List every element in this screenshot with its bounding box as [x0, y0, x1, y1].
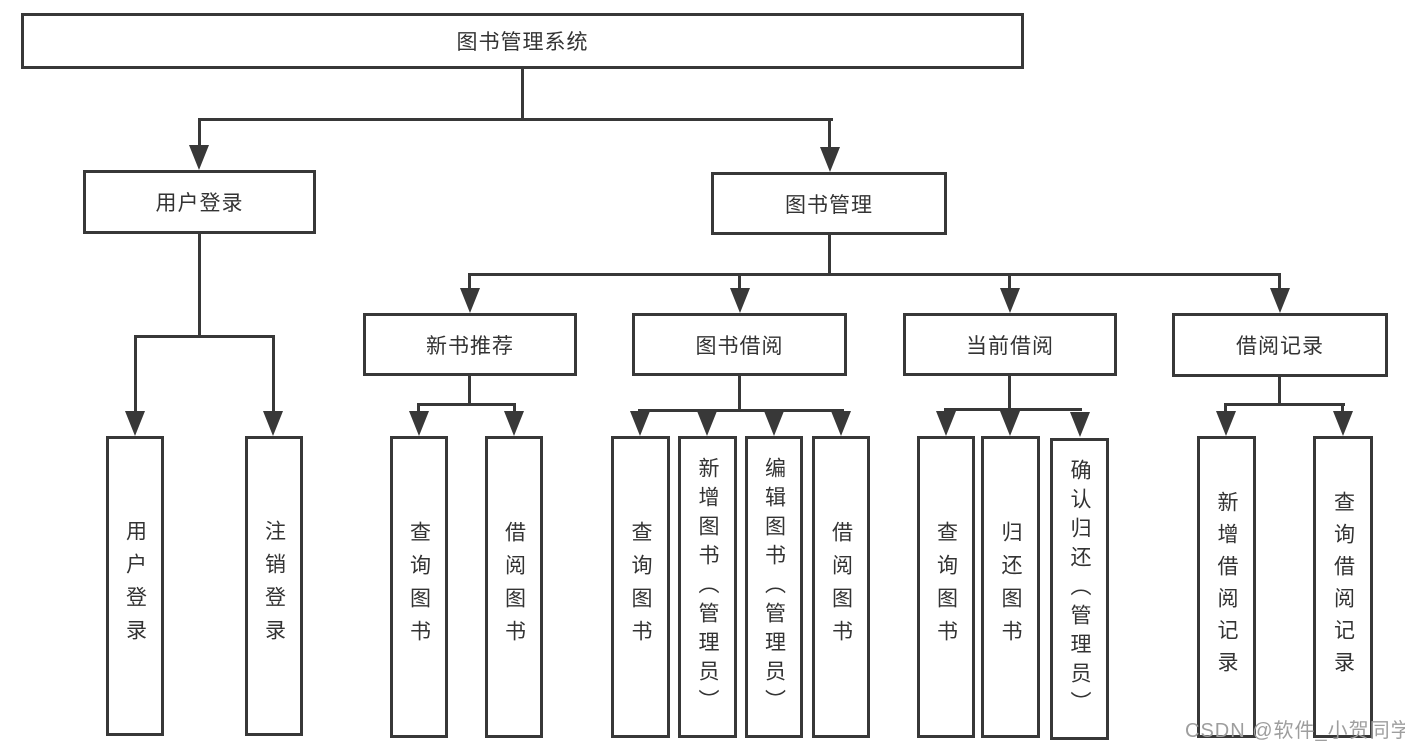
arrow-down-icon: [1000, 411, 1020, 436]
arrow-down-icon: [831, 411, 851, 436]
connector-line: [134, 335, 137, 411]
connector-line: [1008, 376, 1011, 411]
arrow-down-icon: [409, 411, 429, 436]
leaf-borrow-books-recommend: 借阅图书: [485, 436, 543, 738]
arrow-down-icon: [764, 411, 784, 436]
leaf-return-book: 归还图书: [981, 436, 1040, 738]
arrow-down-icon: [189, 145, 209, 170]
node-label: 查询图书: [934, 521, 958, 653]
arrow-down-icon: [630, 411, 650, 436]
arrow-down-icon: [1070, 412, 1090, 437]
arrow-down-icon: [504, 411, 524, 436]
leaf-query-books-recommend: 查询图书: [390, 436, 448, 738]
connector-line: [638, 409, 844, 412]
node-book-borrow: 图书借阅: [632, 313, 847, 376]
connector-line: [828, 118, 831, 150]
connector-line: [513, 406, 516, 413]
leaf-borrow-books: 借阅图书: [812, 436, 870, 738]
connector-line: [521, 69, 524, 121]
leaf-query-books-current: 查询图书: [917, 436, 975, 738]
node-label: 查询借阅记录: [1331, 491, 1355, 683]
node-label: 图书管理系统: [456, 31, 589, 54]
node-label: 查询图书: [629, 521, 652, 653]
node-library-management-system: 图书管理系统: [21, 13, 1024, 69]
node-label: 图书管理: [785, 193, 873, 217]
connector-line: [944, 408, 1082, 411]
leaf-confirm-return-admin: 确认归还（管理员）: [1050, 438, 1109, 740]
connector-line: [468, 376, 471, 406]
node-label: 借阅图书: [502, 521, 526, 653]
arrow-down-icon: [263, 411, 283, 436]
connector-line: [1278, 276, 1281, 290]
connector-line: [1008, 276, 1011, 290]
arrow-down-icon: [1270, 288, 1290, 313]
connector-line: [1224, 403, 1345, 406]
arrow-down-icon: [820, 147, 840, 172]
node-label: 用户登录: [155, 192, 244, 215]
node-label: 确认归还（管理员）: [1068, 458, 1091, 720]
leaf-query-books-borrow: 查询图书: [611, 436, 670, 738]
arrow-down-icon: [1216, 411, 1236, 436]
node-label: 新书推荐: [426, 334, 514, 358]
leaf-add-borrow-record: 新增借阅记录: [1197, 436, 1256, 738]
connector-line: [198, 234, 201, 335]
connector-line: [468, 276, 471, 290]
connector-line: [272, 335, 275, 411]
connector-line: [1278, 377, 1281, 406]
leaf-edit-book-admin: 编辑图书（管理员）: [745, 436, 803, 738]
connector-line: [417, 403, 516, 406]
node-label: 借阅记录: [1236, 335, 1324, 358]
leaf-user-login: 用户登录: [106, 436, 164, 736]
node-label: 新增图书（管理员）: [696, 456, 719, 718]
connector-line: [1224, 406, 1227, 413]
connector-line: [738, 376, 741, 412]
connector-line: [468, 273, 1281, 276]
connector-line: [198, 118, 201, 148]
node-current-borrow: 当前借阅: [903, 313, 1117, 376]
connector-line: [738, 276, 741, 290]
arrow-down-icon: [125, 411, 145, 436]
csdn-watermark: CSDN @软件_小贺同学: [1185, 720, 1405, 742]
node-new-book-recommend: 新书推荐: [363, 313, 577, 376]
node-book-management: 图书管理: [711, 172, 947, 235]
connector-line: [1341, 406, 1344, 413]
node-label: 编辑图书（管理员）: [762, 456, 786, 718]
node-user-login: 用户登录: [83, 170, 316, 234]
arrow-down-icon: [697, 411, 717, 436]
node-label: 图书借阅: [695, 334, 784, 358]
node-label: 归还图书: [999, 521, 1022, 653]
connector-line: [134, 335, 275, 338]
node-label: 当前借阅: [966, 334, 1054, 358]
arrow-down-icon: [460, 288, 480, 313]
arrow-down-icon: [936, 411, 956, 436]
connector-line: [828, 235, 831, 276]
node-label: 查询图书: [407, 521, 431, 653]
arrow-down-icon: [730, 288, 750, 313]
connector-line: [417, 406, 420, 413]
node-borrow-records: 借阅记录: [1172, 313, 1388, 377]
connector-line: [198, 118, 833, 121]
node-label: 借阅图书: [829, 521, 853, 653]
leaf-add-book-admin: 新增图书（管理员）: [678, 436, 737, 738]
leaf-logout: 注销登录: [245, 436, 303, 736]
node-label: 新增借阅记录: [1215, 491, 1238, 683]
arrow-down-icon: [1333, 411, 1353, 436]
node-label: 用户登录: [123, 520, 147, 652]
arrow-down-icon: [1000, 288, 1020, 313]
node-label: 注销登录: [262, 520, 286, 652]
leaf-query-borrow-record: 查询借阅记录: [1313, 436, 1373, 738]
